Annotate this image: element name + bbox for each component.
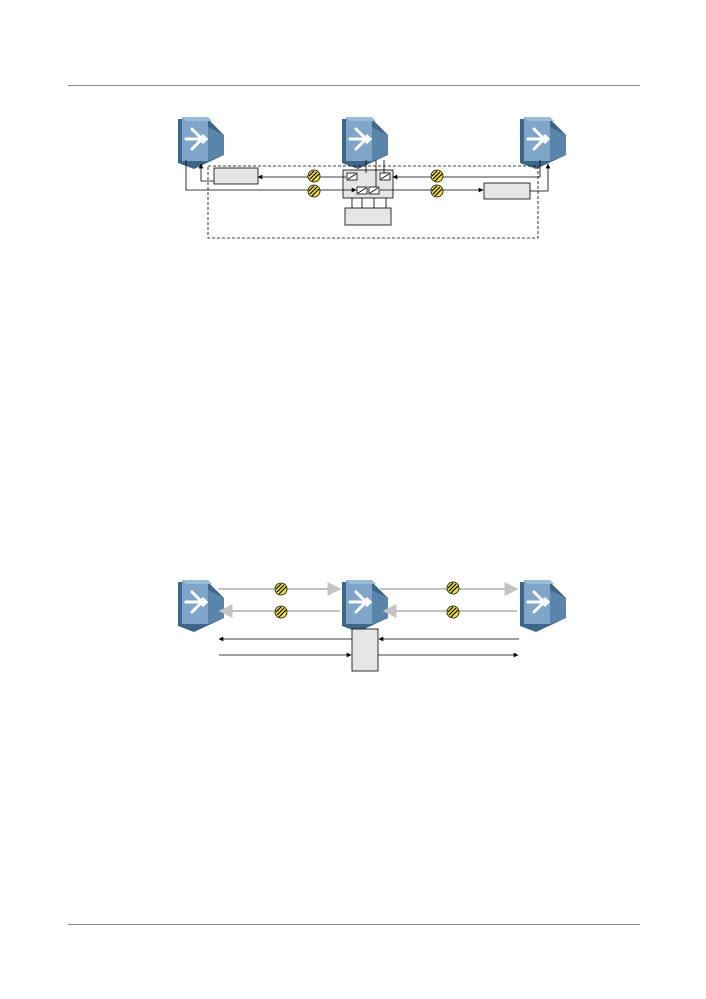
router-icon-left bbox=[176, 578, 226, 634]
center-box bbox=[344, 207, 392, 226]
fiber-fault-marker-icon-1 bbox=[274, 582, 288, 596]
left-box bbox=[213, 167, 259, 185]
fiber-fault-marker-icon-2 bbox=[274, 605, 288, 619]
center-box bbox=[351, 628, 379, 672]
fiber-fault-marker-icon-3 bbox=[446, 581, 460, 595]
fiber-fault-marker-icon-4 bbox=[446, 605, 460, 619]
router-icon-left bbox=[176, 115, 226, 171]
router-icon-right bbox=[518, 578, 568, 634]
router-icon-right bbox=[518, 115, 568, 171]
fiber-fault-marker-icon-2 bbox=[307, 184, 321, 198]
fiber-fault-marker-icon-1 bbox=[307, 169, 321, 183]
router-icon-center bbox=[340, 115, 390, 171]
figure-2-diagram bbox=[176, 578, 568, 672]
router-icon-center bbox=[340, 578, 390, 634]
figure-1-diagram bbox=[176, 115, 568, 239]
protection-ring-dashed bbox=[207, 165, 539, 239]
right-box bbox=[483, 182, 531, 200]
header-rule bbox=[68, 85, 640, 86]
fiber-fault-marker-icon-3 bbox=[430, 169, 444, 183]
footer-rule bbox=[68, 924, 640, 925]
fiber-fault-marker-icon-4 bbox=[430, 184, 444, 198]
